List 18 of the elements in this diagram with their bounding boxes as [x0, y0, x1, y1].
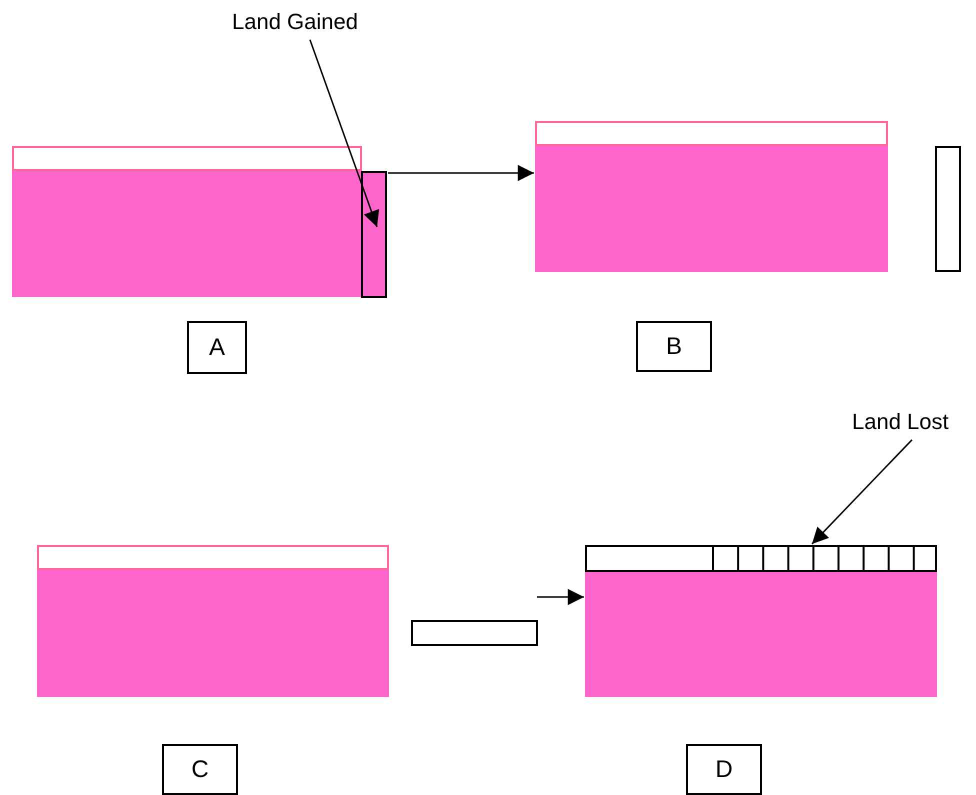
- land-block: [585, 545, 937, 697]
- leader-line: [309, 40, 380, 228]
- strip: [361, 171, 387, 298]
- arrow: [388, 164, 534, 182]
- callout-text: Land Gained: [232, 9, 384, 37]
- panel-label: D: [686, 744, 762, 795]
- strip: [411, 620, 538, 646]
- callout-text: Land Lost: [852, 409, 972, 437]
- land-block: [12, 146, 362, 297]
- panel-label: A: [187, 321, 247, 374]
- panel-label: B: [636, 321, 712, 372]
- arrow: [537, 588, 584, 606]
- land-block: [37, 545, 389, 697]
- strip: [935, 146, 961, 272]
- leader-line: [812, 439, 913, 544]
- panel-label: C: [162, 744, 238, 795]
- cell-strip: [585, 545, 937, 572]
- land-block: [535, 121, 888, 272]
